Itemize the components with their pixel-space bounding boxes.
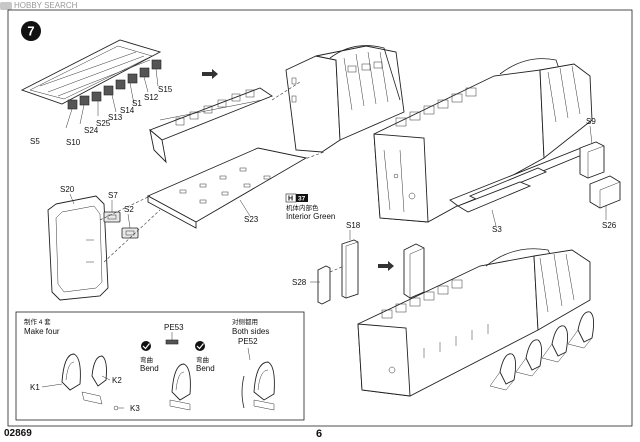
- bend-icon-right: [195, 341, 205, 351]
- footer-code: 02869: [4, 428, 32, 439]
- seat-3: [541, 325, 569, 363]
- inset-seat-middle: [169, 363, 191, 411]
- part-tall-block: [403, 243, 425, 299]
- inset-label-pe53: PE53: [164, 323, 184, 332]
- paint-code-letter: H: [288, 196, 293, 203]
- inset-cn-bend-left: 弯曲: [140, 355, 153, 364]
- step-badge: 7: [21, 21, 41, 41]
- paint-code-number: 37: [298, 196, 306, 203]
- label-s28: S28: [292, 278, 307, 287]
- inset-label-k1: K1: [30, 383, 40, 392]
- seat-row: [489, 311, 595, 391]
- inset-label-k2: K2: [112, 376, 122, 385]
- fuselage-assembly-bottom: [357, 248, 591, 397]
- part-s28: [317, 265, 331, 305]
- part-s3-strips: [449, 145, 596, 213]
- footer-page-number: 6: [316, 428, 323, 440]
- label-s14: S14: [120, 106, 135, 115]
- paint-callout: H 37 机体内部色 Interior Green: [285, 193, 335, 221]
- label-s26: S26: [602, 221, 617, 230]
- label-s1: S1: [132, 99, 142, 108]
- inset-label-pe52: PE52: [238, 337, 258, 346]
- watermark-text: HOBBY SEARCH: [14, 1, 78, 10]
- label-s23: S23: [244, 215, 259, 224]
- seat-4: [567, 311, 595, 349]
- inset-both-sides: Both sides: [232, 327, 269, 336]
- label-s10: S10: [66, 138, 81, 147]
- watermark-logo-icon: [0, 1, 12, 10]
- inset-label-k3: K3: [130, 404, 140, 413]
- paint-cn-name: 机体内部色: [286, 203, 319, 212]
- sprue-frame: [20, 39, 162, 129]
- fuselage-half-top: [285, 45, 405, 153]
- inset-cn-bend-right: 弯曲: [196, 355, 209, 364]
- step-number: 7: [27, 24, 34, 39]
- label-s7: S7: [108, 191, 118, 200]
- inset-make-four: Make four: [24, 327, 60, 336]
- floor-assembly: [146, 87, 308, 229]
- part-s26: [589, 175, 621, 209]
- label-s18: S18: [346, 221, 361, 230]
- seat-2: [515, 339, 543, 377]
- watermark: HOBBY SEARCH: [0, 0, 77, 11]
- label-s2: S2: [124, 205, 134, 214]
- page-border: [7, 9, 633, 427]
- bend-icon-left: [141, 341, 151, 351]
- label-s3: S3: [492, 225, 502, 234]
- inset-frame: [15, 311, 305, 421]
- label-s9: S9: [586, 117, 596, 126]
- seat-1: [489, 353, 517, 391]
- inset-seat-exploded: [61, 353, 124, 411]
- label-s15: S15: [158, 85, 173, 94]
- part-s9: [579, 141, 605, 179]
- part-s7: [103, 211, 121, 223]
- label-s13: S13: [108, 113, 123, 122]
- arrow-icon: [202, 69, 218, 79]
- inset-cn-both: 对侧都用: [232, 317, 258, 326]
- pe53-part: [165, 332, 179, 345]
- fuselage-assembly-mid: [373, 58, 593, 223]
- inset-seat-right: [241, 361, 275, 411]
- bulkhead-s20: [47, 195, 109, 301]
- inset-cn-make: 制作 4 套: [24, 317, 51, 326]
- inset-bend-left: Bend: [140, 364, 159, 373]
- label-s20: S20: [60, 185, 75, 194]
- inset-bend-right: Bend: [196, 364, 215, 373]
- arrow-icon-2: [378, 261, 394, 271]
- paint-en-name: Interior Green: [286, 212, 335, 221]
- label-s25: S25: [96, 119, 111, 128]
- label-s24: S24: [84, 126, 99, 135]
- label-s12: S12: [144, 93, 159, 102]
- label-s5: S5: [30, 137, 40, 146]
- part-s18: [341, 239, 359, 299]
